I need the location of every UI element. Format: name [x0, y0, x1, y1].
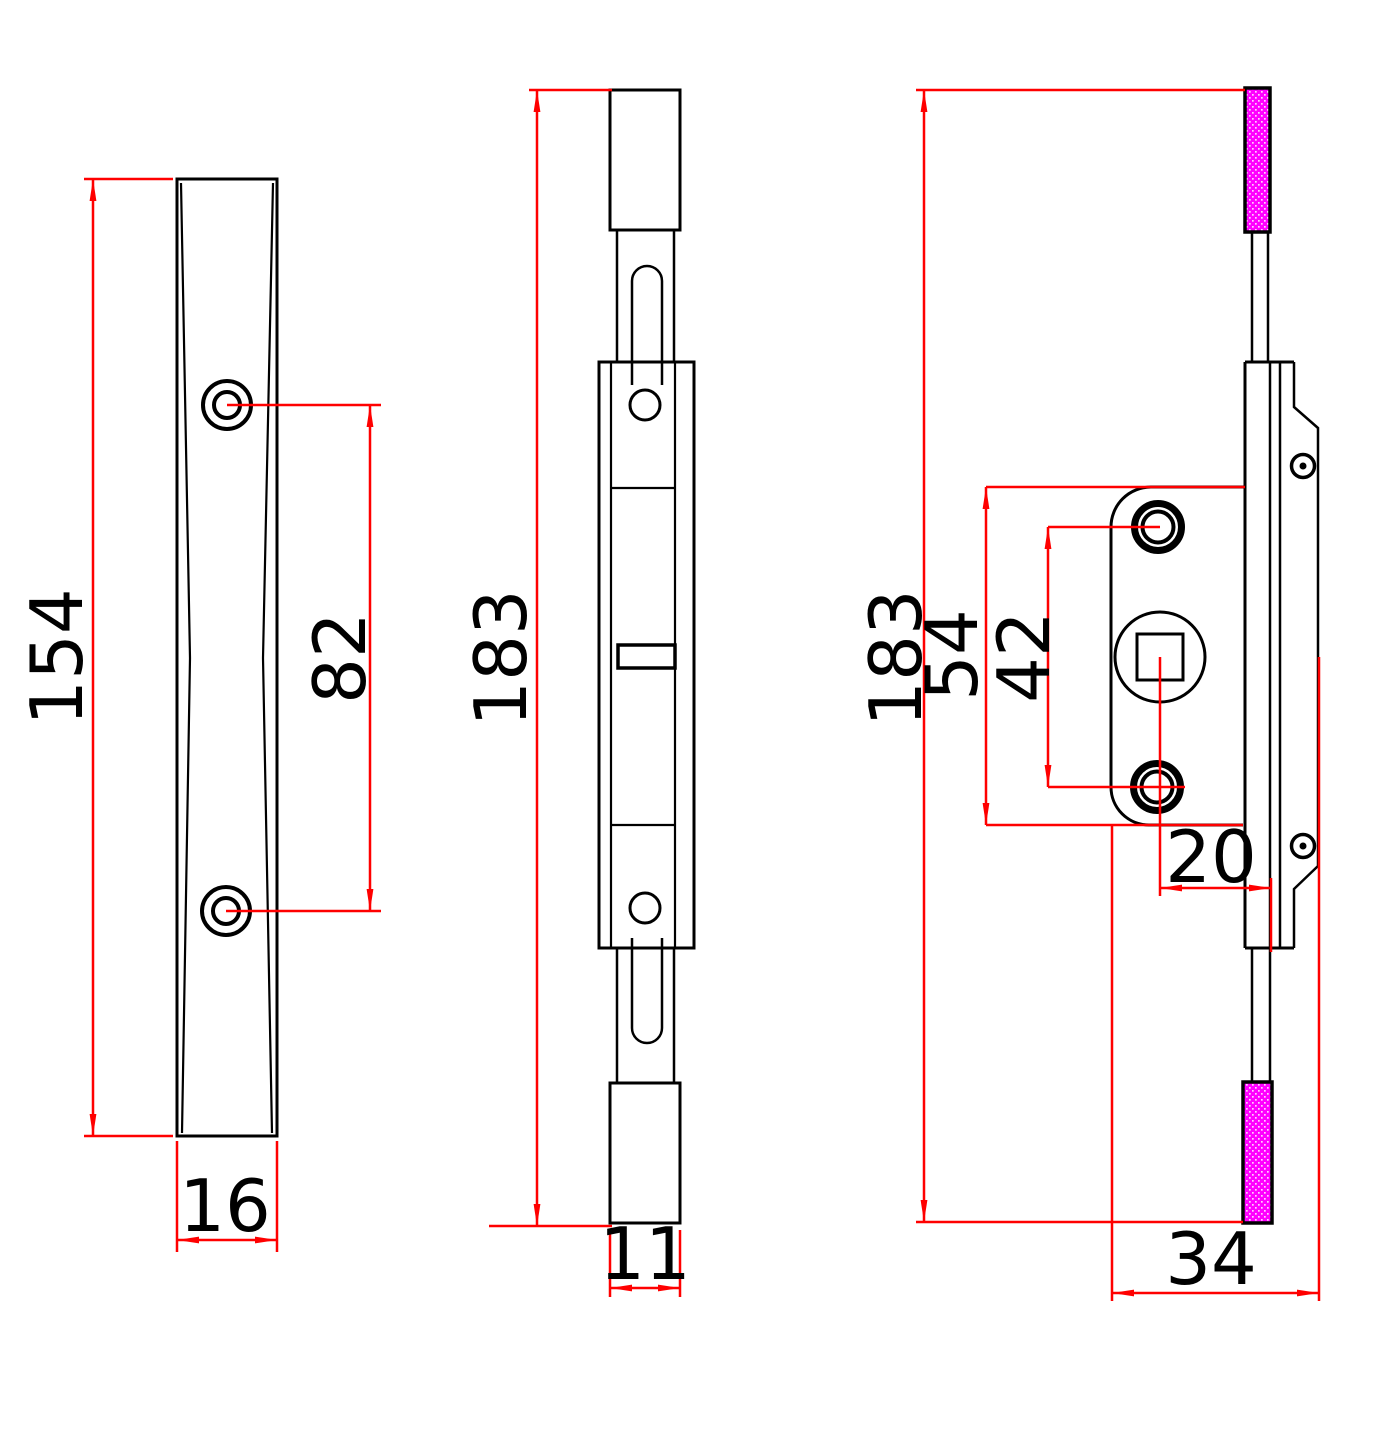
dim-label-housing-height: 54	[910, 609, 994, 701]
dimension-screw-hole-spacing: 82	[226, 403, 382, 913]
gear-housing-outline	[1109, 485, 1245, 827]
dim-label-spindle-offset: 20	[1165, 815, 1257, 899]
dim-label-screw-hole-spacing: 82	[298, 612, 382, 704]
cover-plate-taper-edge-right	[261, 182, 275, 1134]
dim-label-plate-height: 154	[15, 588, 99, 725]
locking-bolt-bottom-highlighted	[1241, 1080, 1274, 1225]
dim-label-side-length: 183	[854, 589, 938, 726]
dim-label-mechanism-length: 183	[459, 589, 543, 726]
view-front-cover-plate	[175, 177, 279, 1138]
view-mechanism-side	[1109, 86, 1320, 1225]
dim-label-roller-spacing: 42	[982, 611, 1066, 703]
fixing-screw-top-center	[1299, 462, 1307, 470]
fixing-screw-bottom-outer	[1289, 832, 1317, 860]
dimension-spindle-offset: 20	[1158, 657, 1273, 952]
gear-body-outline	[597, 360, 696, 950]
dimension-bolt-width: 11	[599, 1212, 691, 1297]
dim-label-bolt-width: 11	[599, 1212, 691, 1296]
rod-slot-top	[630, 264, 664, 385]
dimension-housing-height: 54	[910, 485, 1245, 827]
rod-slot-bottom	[630, 938, 664, 1045]
body-screw-hole-bottom	[628, 891, 662, 925]
cover-plate-taper-edge-left	[179, 182, 192, 1134]
fixing-screw-bottom-center	[1299, 842, 1307, 850]
fixing-screw-top-outer	[1289, 452, 1317, 480]
body-screw-hole-top	[628, 388, 662, 422]
dimension-plate-width: 16	[175, 1141, 279, 1252]
latch-window	[616, 643, 677, 670]
locking-bolt-top	[608, 88, 682, 232]
dimension-roller-spacing: 42	[982, 525, 1185, 789]
dimension-mechanism-length: 183	[459, 88, 612, 1228]
back-plate-profile-edge	[1292, 362, 1320, 948]
dimension-plate-height: 154	[15, 177, 173, 1138]
dim-label-plate-width: 16	[179, 1164, 271, 1248]
cover-plate-outline	[175, 177, 279, 1138]
locking-bolt-top-highlighted	[1243, 86, 1272, 234]
locking-bolt-bottom	[608, 1081, 682, 1225]
dim-label-overall-depth: 34	[1165, 1217, 1257, 1301]
dimension-side-length: 183	[854, 88, 1245, 1224]
view-mechanism-front	[597, 88, 696, 1225]
dimension-overall-depth: 34	[1110, 657, 1321, 1301]
